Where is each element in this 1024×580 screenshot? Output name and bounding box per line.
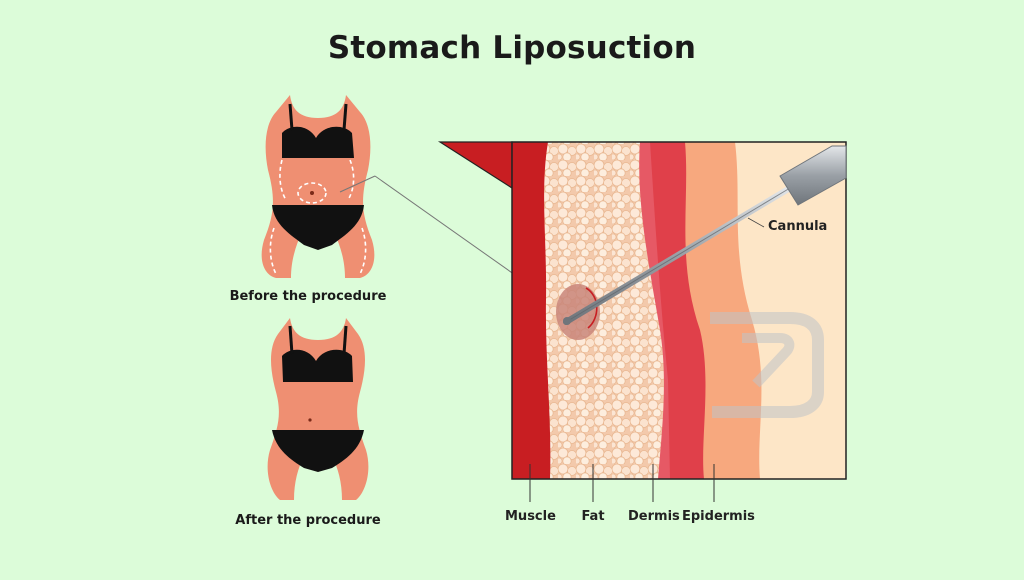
cannula-handle bbox=[779, 145, 847, 206]
watermark-logo bbox=[710, 312, 824, 418]
body-after bbox=[267, 318, 369, 500]
skin-cross-section bbox=[437, 141, 847, 480]
muscle-label: Muscle bbox=[505, 509, 556, 524]
body-before bbox=[261, 95, 375, 278]
cannula-label: Cannula bbox=[768, 219, 828, 234]
bra-after bbox=[282, 349, 353, 382]
fat-layer bbox=[544, 142, 664, 479]
briefs-after bbox=[272, 430, 364, 472]
after-caption: After the procedure bbox=[235, 513, 381, 528]
fat-label: Fat bbox=[581, 509, 605, 524]
epidermis-label: Epidermis bbox=[682, 509, 755, 524]
treatment-markings bbox=[269, 159, 367, 275]
cannula-instrument bbox=[563, 145, 847, 325]
before-caption: Before the procedure bbox=[229, 289, 387, 304]
skin-after bbox=[267, 318, 369, 500]
skin-before bbox=[261, 95, 375, 278]
dermis-label: Dermis bbox=[628, 509, 680, 524]
diagram-title: Stomach Liposuction bbox=[327, 30, 697, 66]
layer-pointers bbox=[529, 464, 715, 502]
briefs-before bbox=[272, 205, 364, 250]
bra-before bbox=[282, 126, 354, 158]
